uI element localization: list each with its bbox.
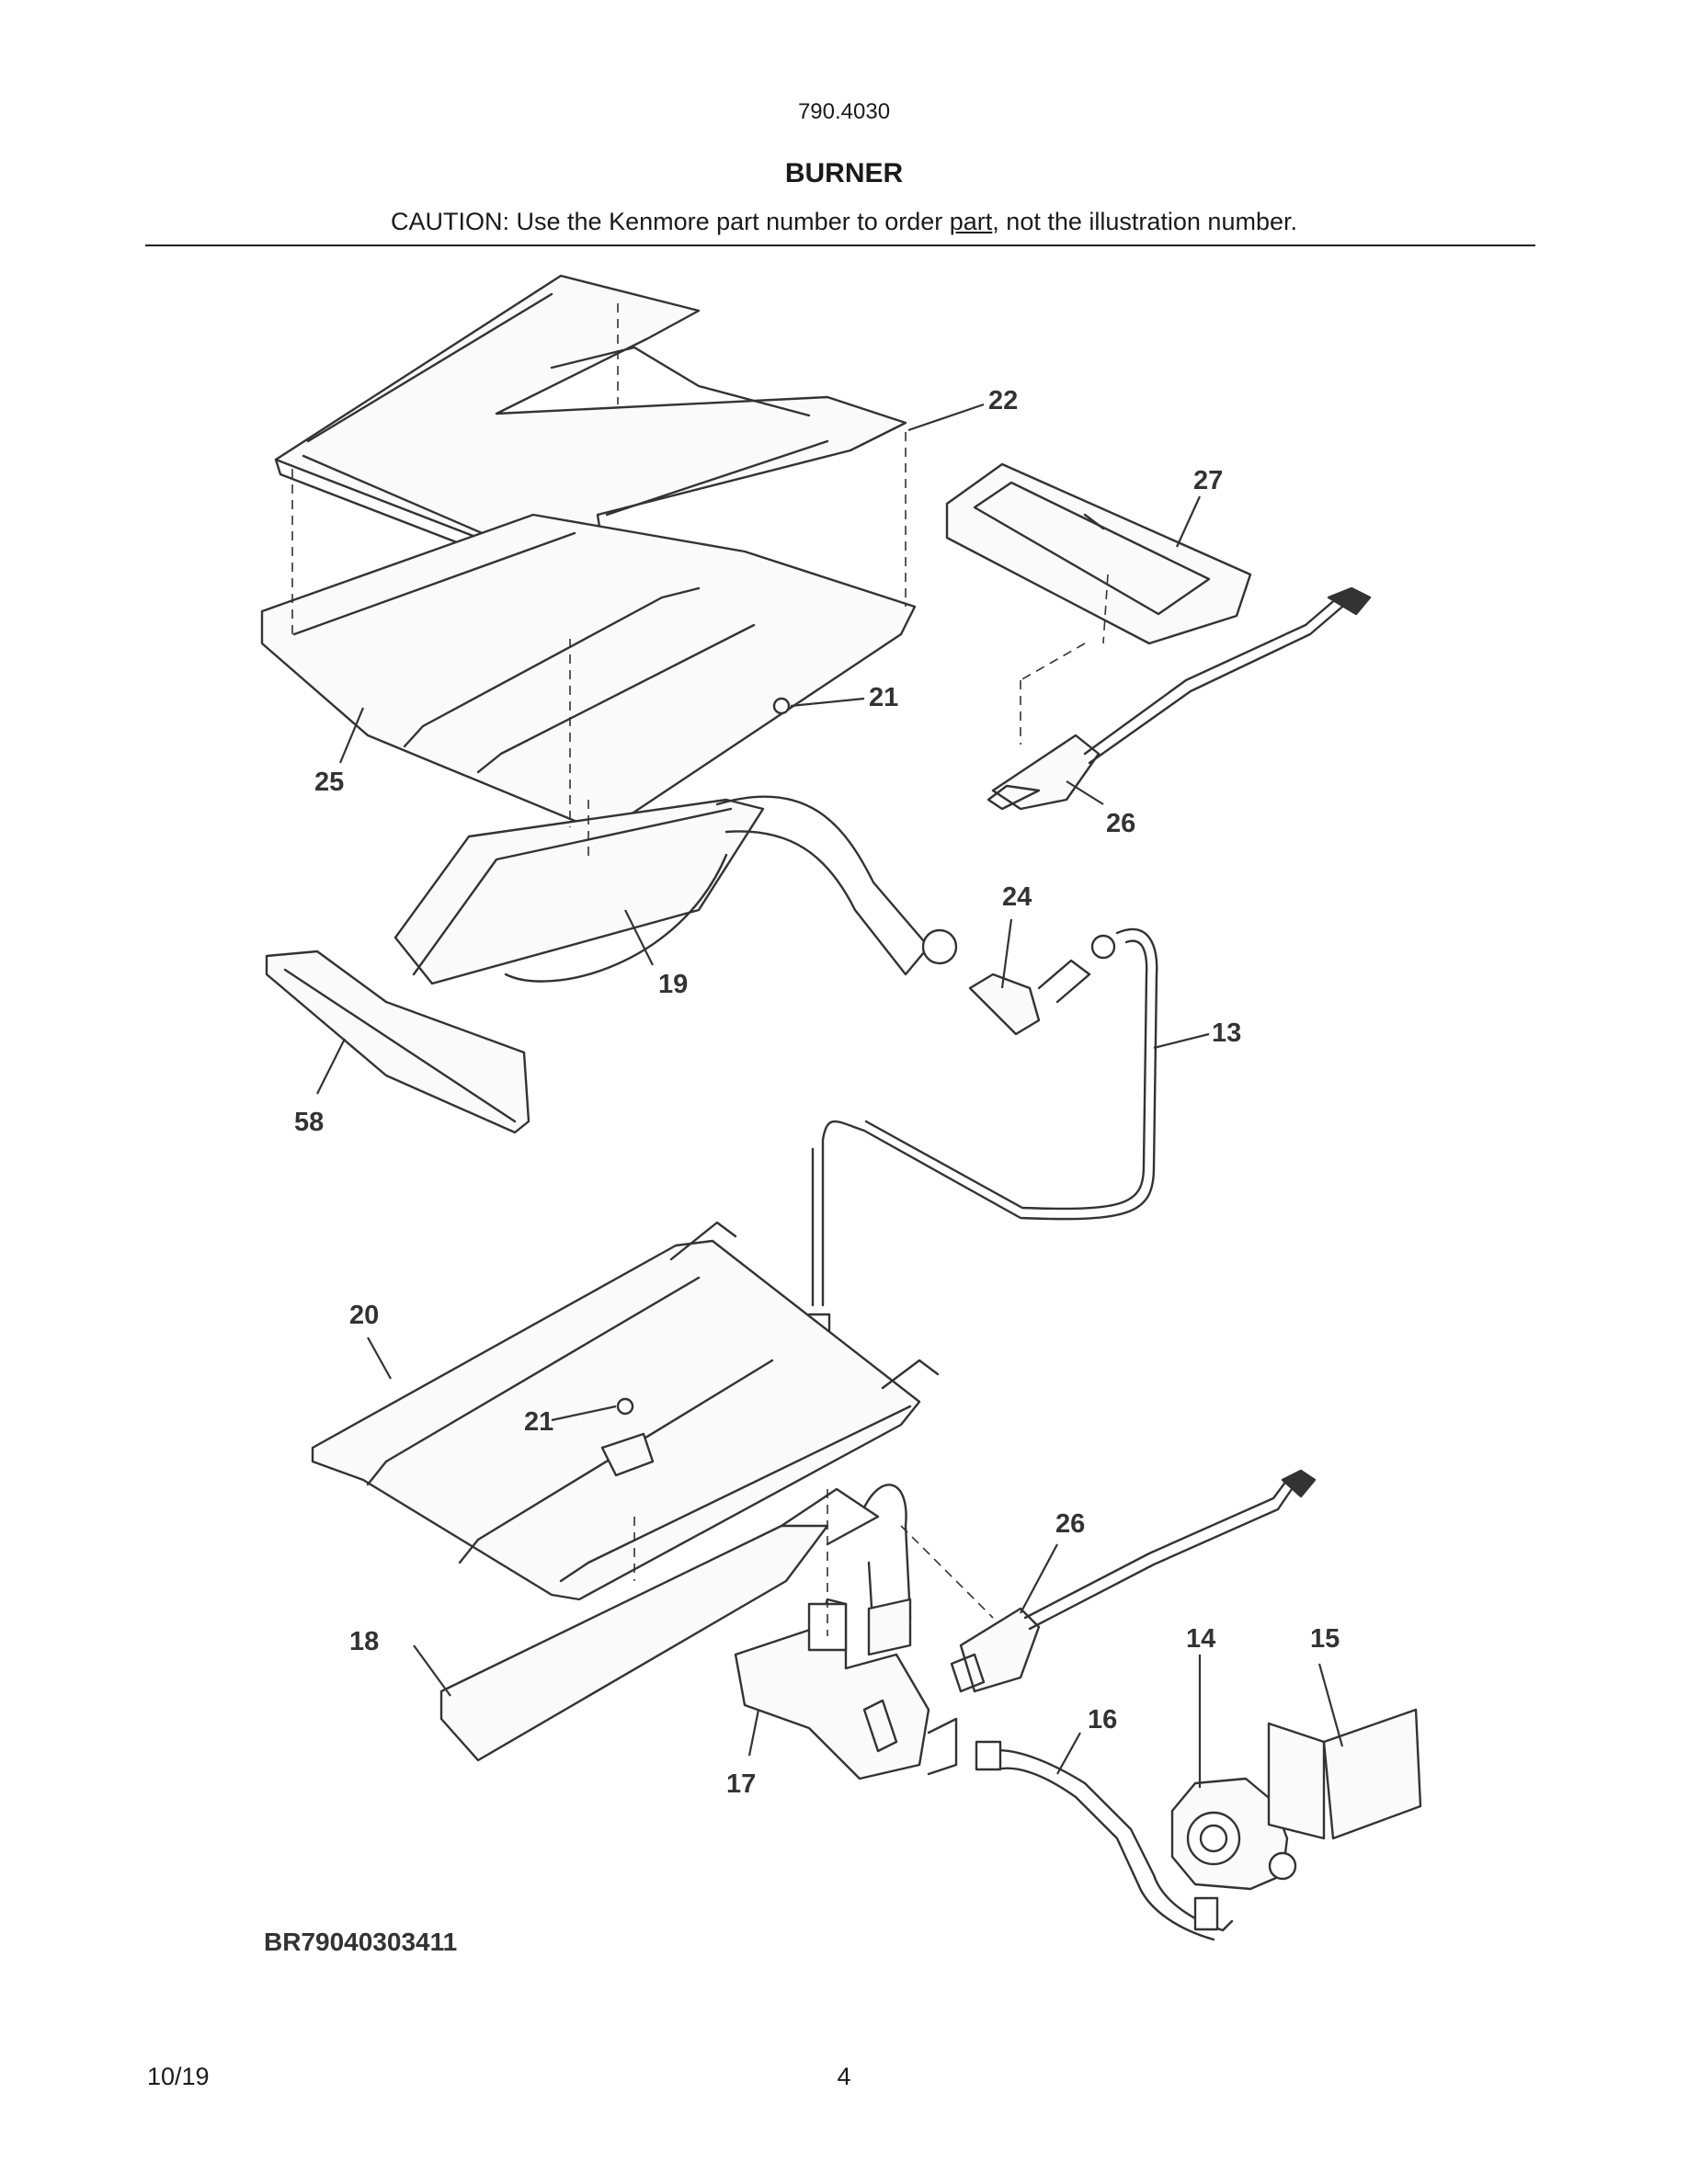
part-21-nut-upper [772, 697, 791, 715]
callout-14: 14 [1186, 1624, 1215, 1654]
callout-16: 16 [1088, 1705, 1117, 1735]
footer-date: 10/19 [147, 2063, 210, 2090]
callout-26-upper: 26 [1106, 809, 1135, 838]
caution-underlined-word: part [949, 208, 993, 235]
callout-13: 13 [1212, 1018, 1241, 1048]
caution-note: CAUTION: Use the Kenmore part number to … [0, 208, 1688, 236]
part-58-bracket [265, 950, 530, 1134]
part-21-nut-lower [616, 1397, 634, 1416]
callout-19: 19 [658, 970, 688, 999]
header-divider [145, 245, 1535, 246]
callout-25: 25 [314, 768, 344, 797]
part-18-lower-burner [439, 1484, 912, 1762]
part-15-bracket [1267, 1708, 1422, 1840]
callout-21-lower: 21 [524, 1407, 553, 1437]
part-14-regulator [1170, 1777, 1297, 1931]
part-24-orifice-elbow [968, 934, 1116, 1036]
callout-27: 27 [1193, 466, 1223, 495]
part-22-heat-shield [274, 274, 907, 605]
part-17-safety-valve [734, 1598, 958, 1780]
part-26-igniter-upper [987, 586, 1372, 811]
caution-prefix: CAUTION: Use the Kenmore part number to … [391, 208, 950, 235]
callout-20: 20 [349, 1301, 379, 1330]
callout-21-upper: 21 [869, 683, 898, 712]
callout-18: 18 [349, 1627, 379, 1656]
part-27-panel [945, 462, 1252, 645]
callout-26-lower: 26 [1055, 1509, 1085, 1539]
callout-24: 24 [1002, 882, 1032, 912]
part-25-burner-shield [260, 513, 917, 829]
caution-suffix: , not the illustration number. [992, 208, 1297, 235]
callout-22: 22 [988, 386, 1018, 415]
callout-58: 58 [294, 1108, 324, 1137]
callout-17: 17 [726, 1769, 756, 1799]
model-number: 790.4030 [797, 99, 891, 124]
diagram-reference-code: BR79040303411 [264, 1928, 457, 1956]
part-19-upper-burner [393, 795, 958, 985]
section-title: BURNER [784, 158, 904, 188]
footer-page-number: 4 [837, 2063, 851, 2090]
part-26-igniter-lower [950, 1469, 1317, 1693]
part-20-lower-shield [311, 1221, 940, 1601]
callout-15: 15 [1310, 1624, 1340, 1654]
